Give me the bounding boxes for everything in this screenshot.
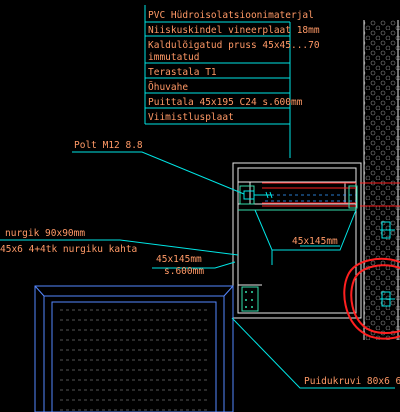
label-bolt: Polt M12 8.8	[74, 140, 143, 151]
layer-label-7: Viimistlusplaat	[148, 112, 234, 123]
label-angle-2: 45x6 4+4tk nurgiku kahta	[0, 244, 137, 255]
screw-dots	[245, 291, 253, 308]
layer-label-1: Niiskuskindel vineerplaat 18mm	[148, 25, 320, 36]
layer-label-4: Terastala T1	[148, 67, 217, 78]
window-frame	[34, 285, 234, 412]
layer-callout-table	[144, 5, 291, 158]
steel-plates	[380, 221, 395, 307]
annotation-texts: Polt M12 8.8 nurgik 90x90mm 45x6 4+4tk n…	[0, 140, 400, 387]
layer-callout-texts: PVC Hüdroisolatsioonimaterjal Niiskuskin…	[148, 10, 320, 123]
steel-beam-lines	[262, 182, 400, 207]
layer-label-6: Puittala 45x195 C24 s.600mm	[148, 97, 303, 108]
layer-label-5: Õhuvahe	[148, 81, 188, 93]
timber-elements	[238, 185, 358, 312]
layer-label-0: PVC Hüdroisolatsioonimaterjal	[148, 10, 314, 21]
window-slats	[60, 309, 208, 411]
layer-label-2: Kaldulõigatud pruss 45x45...70	[148, 40, 320, 51]
label-dim-left-2: s.600mm	[164, 266, 204, 277]
section-diagonals	[254, 209, 357, 265]
revision-cloud	[343, 257, 400, 340]
beam-assembly	[232, 162, 362, 319]
insulation-wall	[364, 20, 400, 340]
label-angle-1: nurgik 90x90mm	[5, 228, 85, 239]
leader-lines	[0, 151, 395, 389]
label-screw: Puidukruvi 80x6 6tk	[304, 376, 400, 387]
layer-label-3: immutatud	[148, 52, 199, 63]
label-dim-center: 45x145mm	[292, 236, 338, 247]
label-dim-left-1: 45x145mm	[156, 254, 202, 265]
air-gap-hatch	[262, 190, 356, 202]
bolt-m12	[243, 190, 273, 200]
